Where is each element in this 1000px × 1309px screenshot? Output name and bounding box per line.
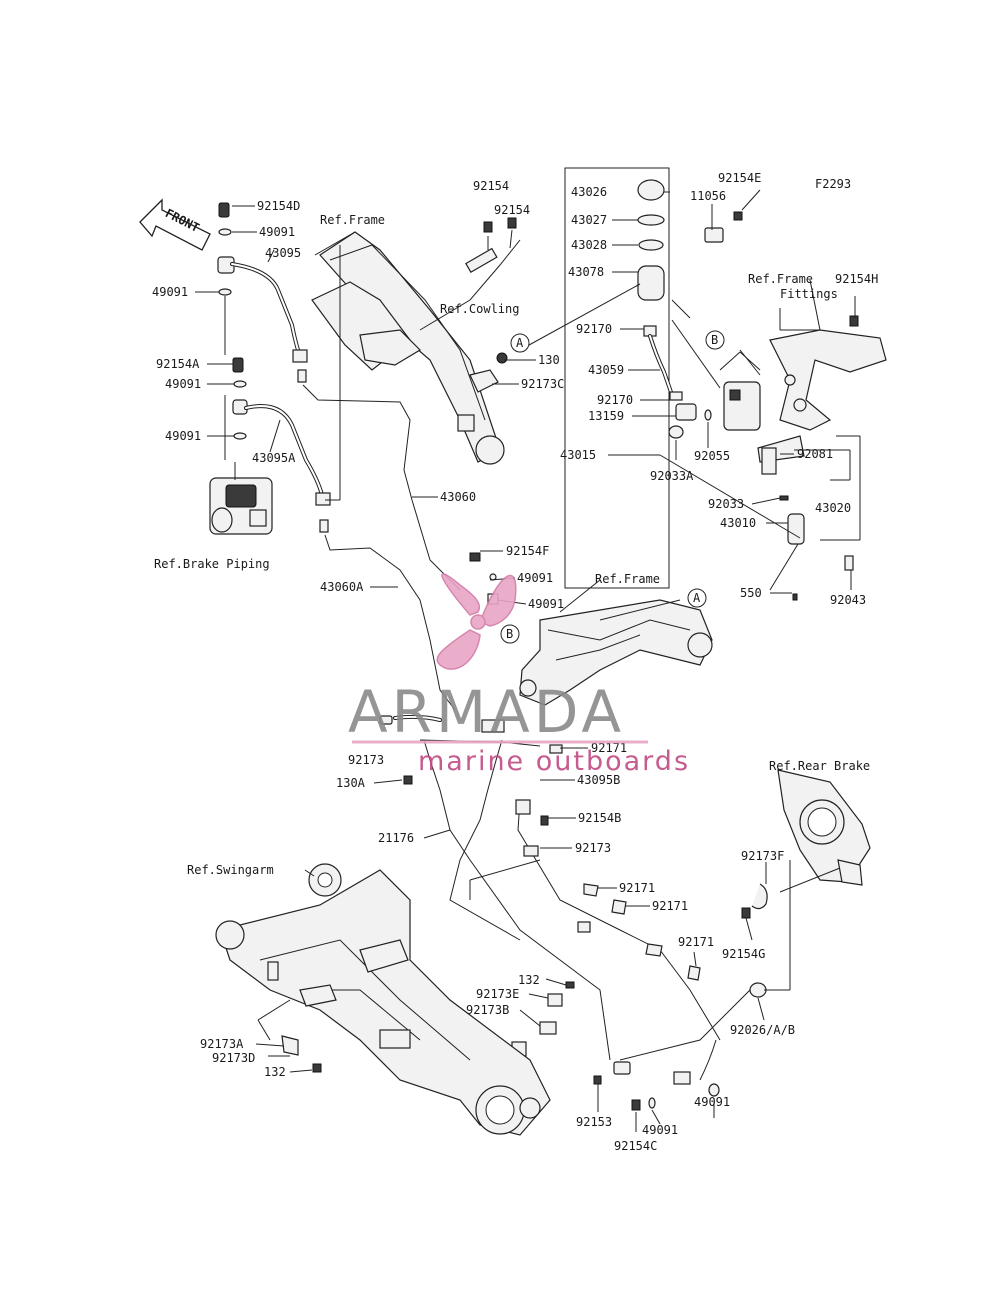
part-label: 92026/A/B [730, 1023, 795, 1037]
swingarm [215, 863, 551, 1136]
part-label: 92154A [156, 357, 200, 371]
ref-rear-brake: Ref.Rear Brake [769, 759, 870, 773]
part-label: 49091 [694, 1095, 730, 1109]
part-label: 49091 [165, 377, 201, 391]
part-label: 49091 [517, 571, 553, 585]
part-label: 49091 [259, 225, 295, 239]
part-label: 92154F [506, 544, 549, 558]
part-label: 92171 [652, 899, 688, 913]
part-label: 43010 [720, 516, 756, 530]
part-label: 92154G [722, 947, 765, 961]
part-label: 92170 [576, 322, 612, 336]
part-label: 43027 [571, 213, 607, 227]
callout-markers: A B A B [500, 330, 725, 644]
part-label: 43095B [577, 773, 620, 787]
part-label: 92154 [494, 203, 530, 217]
part-label: 43026 [571, 185, 607, 199]
part-label: 43095 [265, 246, 301, 260]
master-cylinder-assembly [564, 167, 887, 601]
part-label: 13159 [588, 409, 624, 423]
part-label: 92173B [466, 1003, 509, 1017]
marker-a-upper: A [516, 336, 524, 350]
part-label: 92033A [650, 469, 694, 483]
part-label: 92173A [200, 1037, 244, 1051]
part-label: 92173 [575, 841, 611, 855]
part-label: 92154 [473, 179, 509, 193]
armada-watermark: ARMADA marine outboards [348, 573, 690, 777]
part-label: 132 [264, 1065, 286, 1079]
part-label: 92033 [708, 497, 744, 511]
rear-brake-caliper [741, 769, 871, 919]
brake-hose-43095 [230, 262, 461, 591]
abs-sensor-leads [379, 714, 767, 1111]
propeller-logo-icon [436, 573, 517, 670]
part-label: 49091 [165, 429, 201, 443]
part-label: 43060A [320, 580, 364, 594]
part-label: 43020 [815, 501, 851, 515]
part-label: 49091 [642, 1123, 678, 1137]
part-label: 92171 [619, 881, 655, 895]
part-label: 43060 [440, 490, 476, 504]
front-arrow-icon: FRONT [139, 198, 211, 251]
part-label: 92154C [614, 1139, 657, 1153]
marker-b-lower: B [506, 627, 513, 641]
watermark-title: ARMADA [348, 678, 625, 746]
part-label: 92154H [835, 272, 878, 286]
part-label: 43078 [568, 265, 604, 279]
part-label: 92173E [476, 987, 519, 1001]
ref-frame-top: Ref.Frame [320, 213, 385, 227]
part-label: 130A [336, 776, 366, 790]
brake-hose-43095A [244, 404, 456, 711]
part-label: 92081 [797, 447, 833, 461]
part-label: 49091 [152, 285, 188, 299]
part-label: 92173F [741, 849, 784, 863]
watermark-subtitle: marine outboards [418, 746, 690, 777]
part-label: 43095A [252, 451, 296, 465]
abs-fitting-stack [209, 202, 273, 535]
part-label: 92173C [521, 377, 564, 391]
part-label: 92154B [578, 811, 621, 825]
part-label: 92171 [591, 741, 627, 755]
ref-cowling: Ref.Cowling [440, 302, 519, 316]
part-label: 92154D [257, 199, 300, 213]
part-label: 92043 [830, 593, 866, 607]
ref-swingarm: Ref.Swingarm [187, 863, 274, 877]
ref-frame-fittings-line2: Fittings [780, 287, 838, 301]
part-number-labels: 92154D 49091 43095 49091 92154A 49091 49… [152, 171, 878, 1153]
figure-code: F2293 [815, 177, 851, 191]
part-label: 43015 [560, 448, 596, 462]
reference-labels: Ref.Frame Ref.Cowling Ref.Frame Fittings… [154, 213, 870, 877]
part-label: 92171 [678, 935, 714, 949]
marker-a-lower: A [693, 591, 701, 605]
ref-frame-fittings-line1: Ref.Frame [748, 272, 813, 286]
part-label: 130 [538, 353, 560, 367]
part-label: 92170 [597, 393, 633, 407]
part-label: 49091 [528, 597, 564, 611]
part-label: 21176 [378, 831, 414, 845]
part-label: 132 [518, 973, 540, 987]
leader-lines [195, 189, 861, 1132]
part-label: 92173D [212, 1051, 255, 1065]
mid-frame [469, 552, 713, 706]
ref-frame-mid: Ref.Frame [595, 572, 660, 586]
upper-frame [311, 217, 521, 465]
part-label: 43059 [588, 363, 624, 377]
part-label: 92154E [718, 171, 761, 185]
part-label: 92153 [576, 1115, 612, 1129]
ref-brake-piping: Ref.Brake Piping [154, 557, 270, 571]
part-label: 92055 [694, 449, 730, 463]
part-label: 550 [740, 586, 762, 600]
marker-b-upper: B [711, 333, 718, 347]
part-label: 92173 [348, 753, 384, 767]
part-label: 43028 [571, 238, 607, 252]
part-label: 11056 [690, 189, 726, 203]
